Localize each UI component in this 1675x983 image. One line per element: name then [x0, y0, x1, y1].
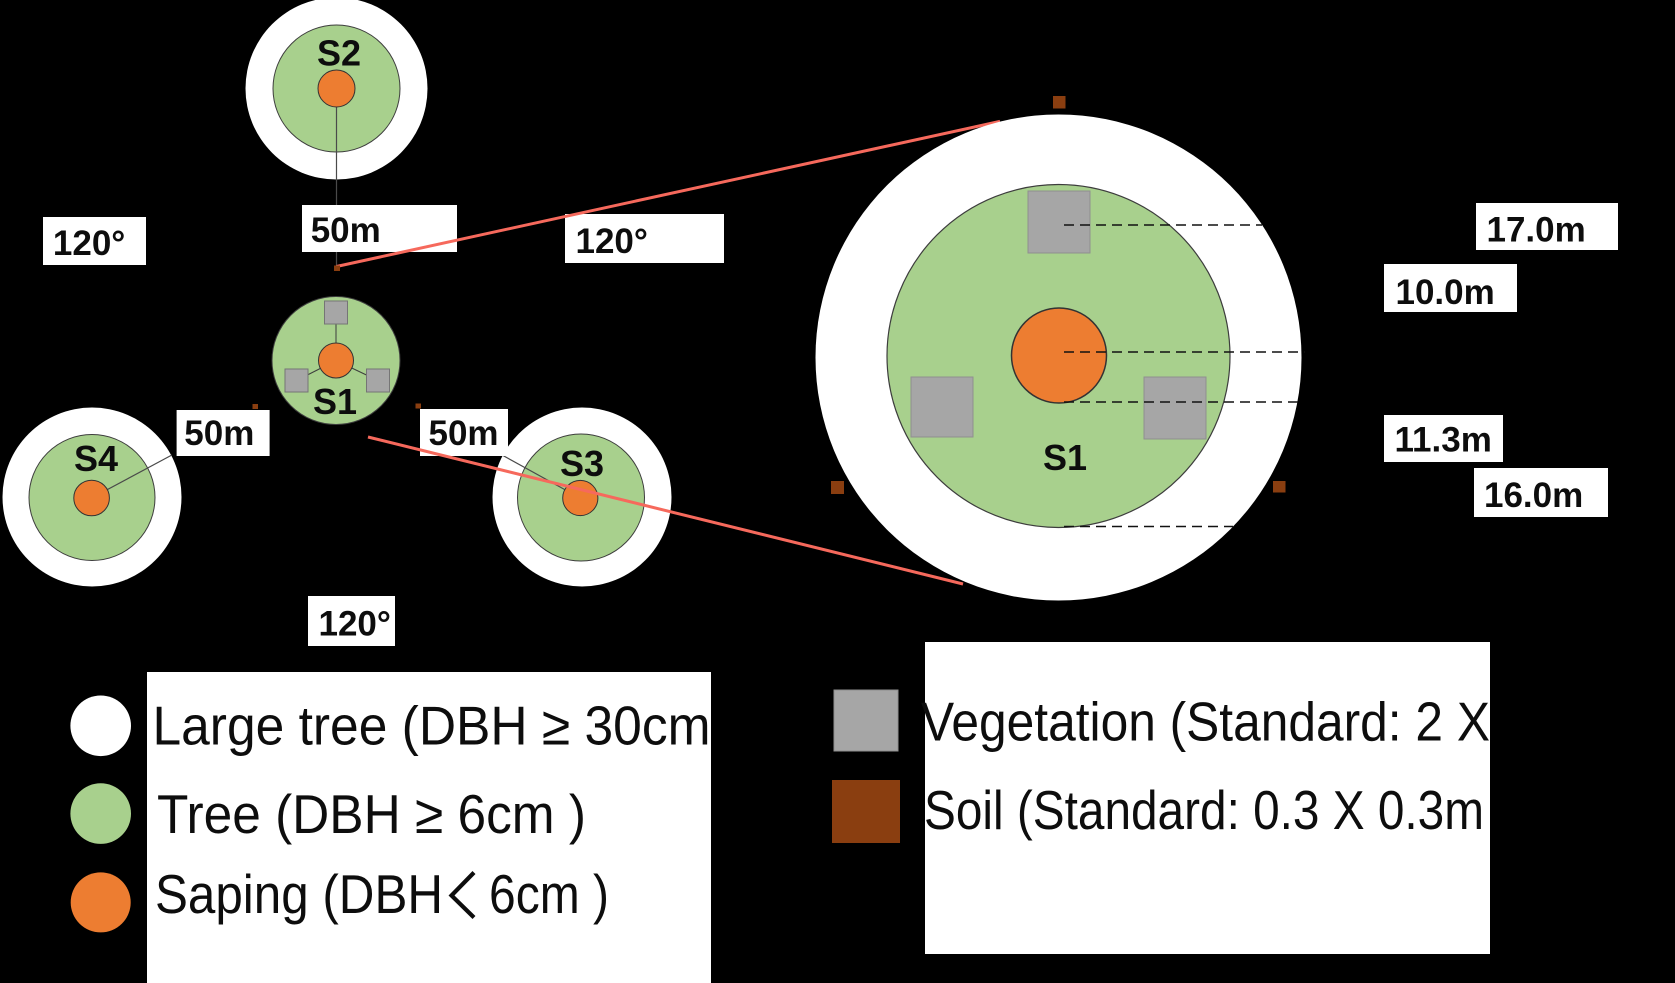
svg-text:120°: 120°	[53, 224, 125, 263]
svg-text:6cm ): 6cm )	[489, 863, 609, 925]
svg-text:Soil (Standard: 0.3 X 0.3m: Soil (Standard: 0.3 X 0.3m	[924, 779, 1484, 841]
svg-text:S3: S3	[560, 443, 604, 484]
svg-text:16.0m: 16.0m	[1484, 476, 1583, 515]
svg-text:Large tree (DBH ≥ 30cm: Large tree (DBH ≥ 30cm	[153, 694, 711, 756]
svg-text:Tree (DBH ≥ 6cm ): Tree (DBH ≥ 6cm )	[157, 783, 586, 845]
svg-text:S1: S1	[1043, 437, 1087, 478]
svg-text:50m: 50m	[429, 414, 499, 453]
svg-text:120°: 120°	[576, 222, 648, 261]
svg-text:11.3m: 11.3m	[1395, 420, 1492, 459]
svg-text:10.0m: 10.0m	[1396, 273, 1495, 312]
svg-text:Saping (DBH: Saping (DBH	[155, 863, 443, 925]
svg-text:Vegetation (Standard: 2 X: Vegetation (Standard: 2 X	[921, 690, 1490, 752]
svg-text:50m: 50m	[184, 414, 254, 453]
svg-text:S2: S2	[317, 33, 361, 74]
svg-text:S4: S4	[74, 438, 118, 479]
svg-text:S1: S1	[313, 381, 357, 422]
svg-text:50m: 50m	[311, 211, 381, 250]
svg-text:17.0m: 17.0m	[1487, 210, 1586, 249]
svg-text:120°: 120°	[319, 604, 391, 643]
